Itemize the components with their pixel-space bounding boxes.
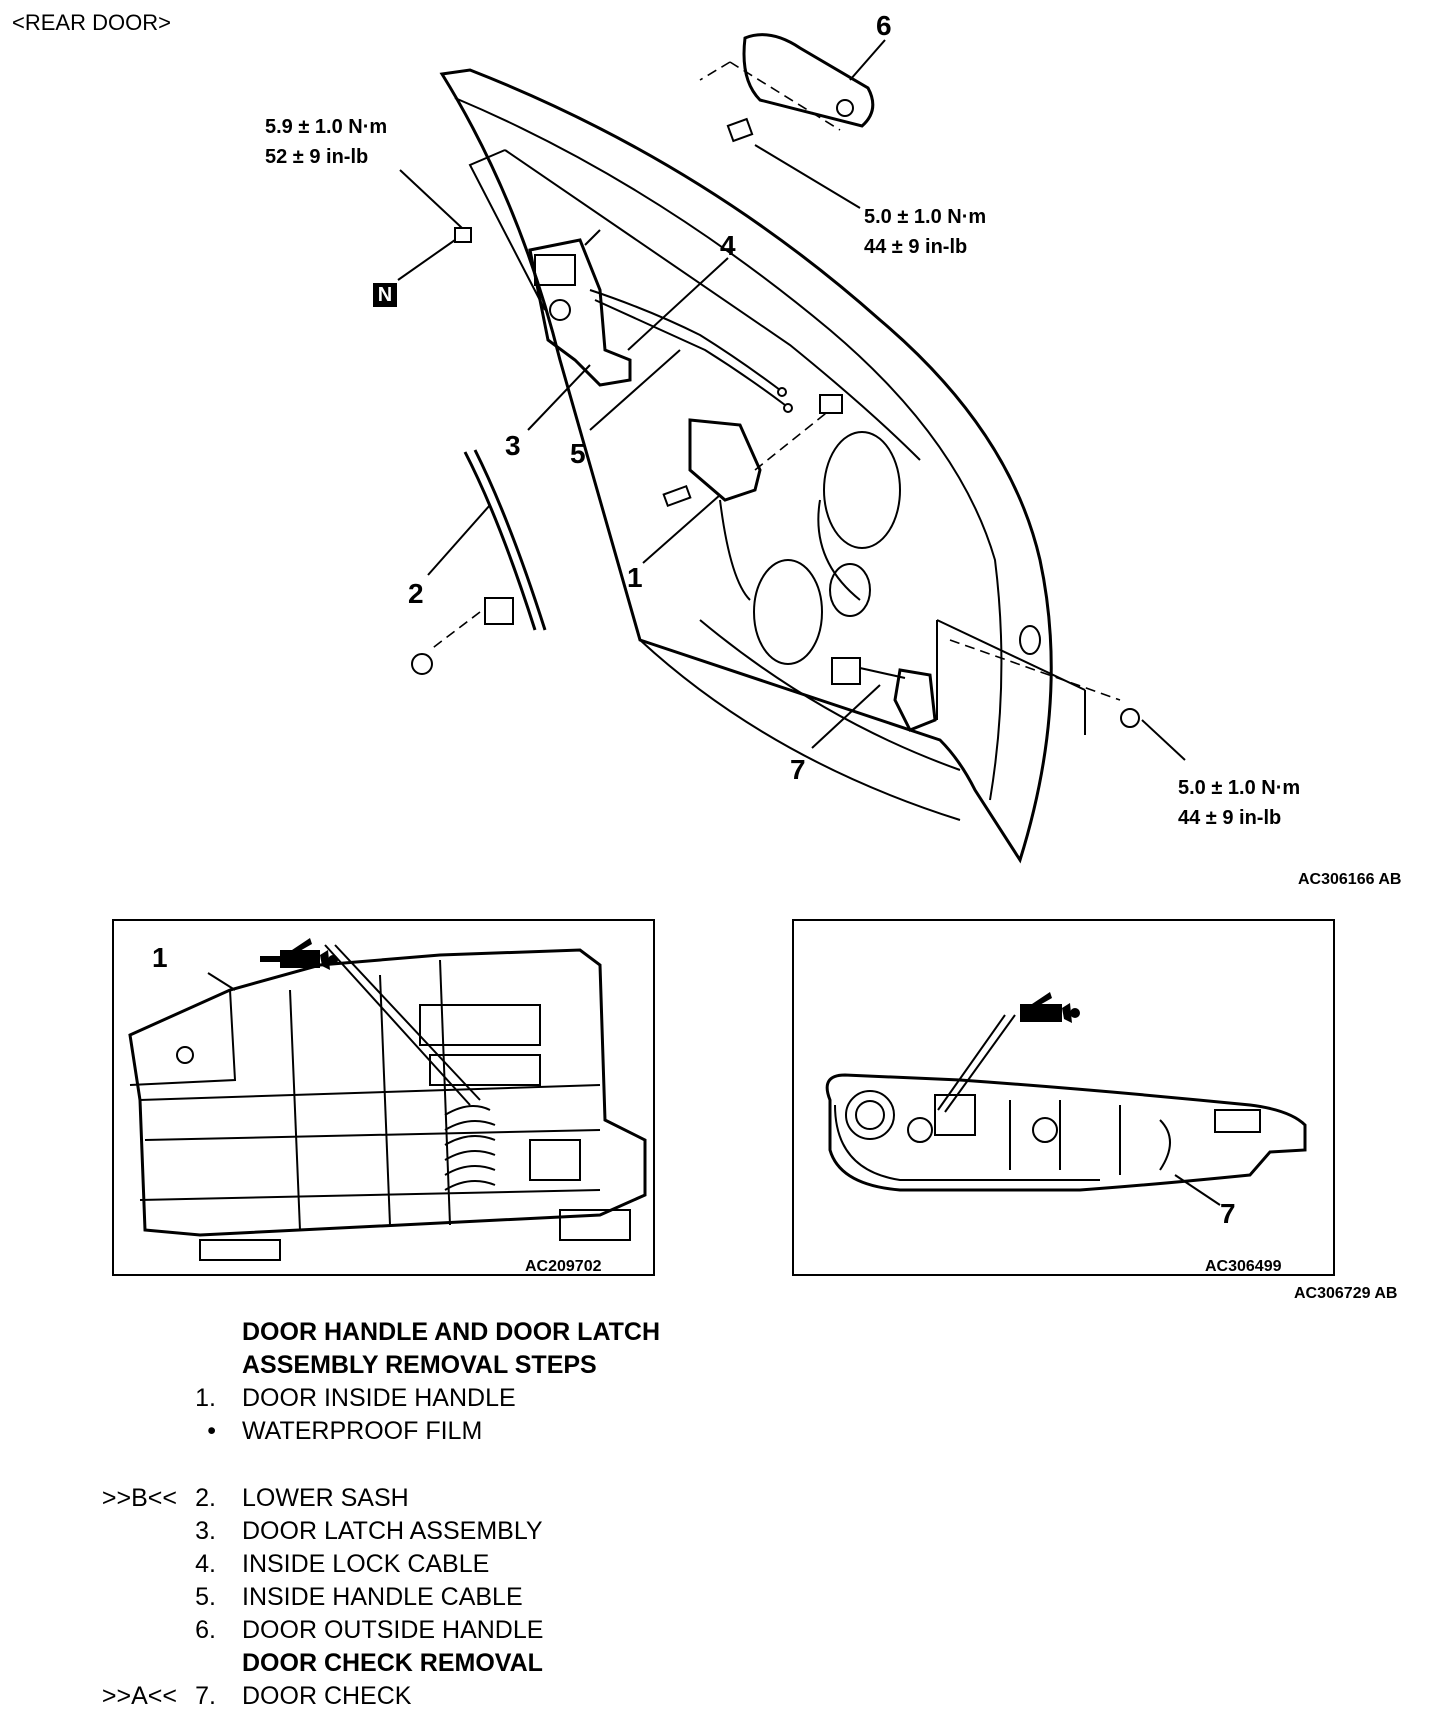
rear-door-panel: [439, 68, 1053, 864]
inset-right-frame: [792, 919, 1335, 1276]
latch-torque-nm: 5.9 ± 1.0 N·m: [265, 116, 388, 138]
outside-handle-torque-nm: 5.0 ± 1.0 N·m: [864, 206, 987, 228]
step-bullet: •: [207, 1417, 216, 1445]
door-check-torque-inlb: 44 ± 9 in-lb: [1178, 807, 1282, 829]
speaker-opening: [823, 431, 901, 549]
door-outside-handle: [699, 33, 875, 143]
section-header: <REAR DOOR>: [12, 10, 171, 35]
figure-code-inset-left: AC209702: [525, 1258, 602, 1275]
door-latch-assembly: [454, 227, 632, 387]
step-number: 2.: [195, 1484, 216, 1512]
inside-cables: [589, 289, 793, 413]
grease-gun-icon: [260, 938, 338, 970]
steps-heading-line1: DOOR HANDLE AND DOOR LATCH: [242, 1318, 661, 1346]
step-text: DOOR CHECK: [242, 1682, 412, 1710]
step-ref: >>A<<: [101, 1682, 177, 1710]
door-check-torque-nm: 5.0 ± 1.0 N·m: [1178, 777, 1301, 799]
step-number: 3.: [195, 1517, 216, 1545]
door-check-torque-spec: 5.0 ± 1.0 N·m 44 ± 9 in-lb: [1178, 773, 1300, 833]
step-text: DOOR LATCH ASSEMBLY: [242, 1517, 543, 1545]
step-number: 6.: [195, 1616, 216, 1644]
step-text: DOOR INSIDE HANDLE: [242, 1384, 516, 1412]
figure-code-inset-right: AC306499: [1205, 1258, 1282, 1275]
step-number: 1.: [195, 1384, 216, 1412]
step-text: INSIDE HANDLE CABLE: [242, 1583, 523, 1611]
callout-2: 2: [408, 578, 424, 609]
step-text: LOWER SASH: [242, 1484, 409, 1512]
outside-handle-torque-spec: 5.0 ± 1.0 N·m 44 ± 9 in-lb: [864, 202, 986, 262]
latch-torque-spec: 5.9 ± 1.0 N·m 52 ± 9 in-lb: [265, 112, 387, 172]
callout-6: 6: [876, 10, 892, 41]
inset-left-callout-1: 1: [152, 942, 168, 973]
step-number: 4.: [195, 1550, 216, 1578]
step-ref: >>B<<: [101, 1484, 177, 1512]
step-number: 5.: [195, 1583, 216, 1611]
step-text: INSIDE LOCK CABLE: [242, 1550, 490, 1578]
steps-heading-line2: ASSEMBLY REMOVAL STEPS: [242, 1351, 597, 1379]
callout-1: 1: [627, 562, 643, 593]
callout-3: 3: [505, 430, 521, 461]
steps-heading-door-check: DOOR CHECK REMOVAL: [242, 1649, 543, 1677]
inset-left-handle-detail: [128, 944, 647, 1261]
leader-lines: [397, 39, 1186, 761]
door-check: [831, 619, 1140, 735]
inset-right-callout-7: 7: [1220, 1198, 1236, 1229]
figure-code-insets: AC306729 AB: [1294, 1285, 1398, 1302]
callout-4: 4: [720, 230, 736, 261]
outside-handle-torque-inlb: 44 ± 9 in-lb: [864, 236, 968, 258]
removal-steps: DOOR HANDLE AND DOOR LATCH ASSEMBLY REMO…: [0, 1318, 900, 1728]
grease-gun-icon: [1020, 992, 1080, 1023]
step-text: WATERPROOF FILM: [242, 1417, 483, 1445]
figure-code-main: AC306166 AB: [1298, 871, 1402, 888]
step-number: 7.: [195, 1682, 216, 1710]
step-text: DOOR OUTSIDE HANDLE: [242, 1616, 544, 1644]
inset-right-handle-detail: [825, 1014, 1307, 1206]
replace-part-badge: N: [373, 283, 397, 307]
lower-sash: [411, 449, 547, 675]
door-inside-handle: [662, 394, 843, 601]
latch-torque-inlb: 52 ± 9 in-lb: [265, 146, 369, 168]
inset-left-frame: [112, 919, 655, 1276]
callout-7: 7: [790, 754, 806, 785]
callout-5: 5: [570, 438, 586, 469]
